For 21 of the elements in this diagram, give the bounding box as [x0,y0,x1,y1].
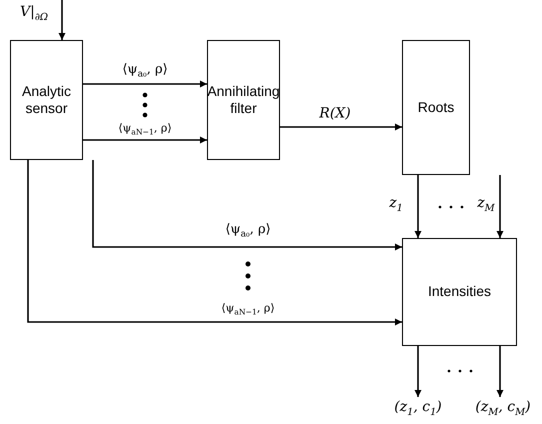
arrow [414,175,422,238]
box-label: Intensities [426,283,492,301]
arrow [496,175,504,238]
arrow [92,160,402,250]
edge-label: ⟨ψ$_{aN−1}$, ρ⟩ [116,121,174,137]
arrow [83,80,207,88]
box-label: Roots [416,98,456,116]
process-box [402,40,470,175]
box-label: Analytic sensor [20,82,72,118]
arrow [83,136,207,144]
process-box [10,40,83,160]
edge-label: ⟨ψ$_{aN−1}$, ρ⟩ [219,301,277,317]
process-box [402,238,517,346]
arrow [496,346,504,397]
arrow [58,0,66,40]
arrow [27,160,402,326]
arrow [280,124,402,130]
arrow [414,346,422,397]
edge-label: R(X) [317,106,353,122]
process-box [207,40,280,160]
box-label: Annihilating filter [206,82,281,118]
